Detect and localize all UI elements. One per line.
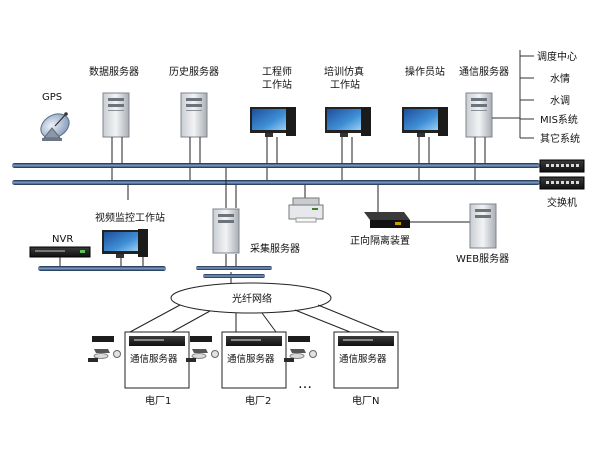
fiber-network-label: 光纤网络 bbox=[232, 292, 272, 305]
data-server-label: 数据服务器 bbox=[89, 65, 139, 78]
external-system-hydrology: 水情 bbox=[550, 72, 570, 85]
switch-icon-1 bbox=[539, 159, 585, 173]
external-systems-connector bbox=[492, 50, 534, 139]
top-device-drops bbox=[111, 137, 486, 182]
gps-dish-icon bbox=[40, 112, 70, 141]
external-system-dispatch: 调度中心 bbox=[537, 50, 577, 63]
video-lan-connections bbox=[59, 257, 144, 266]
data-server-tower-icon bbox=[102, 92, 130, 138]
web-server-tower-icon bbox=[469, 203, 497, 249]
history-server-label: 历史服务器 bbox=[169, 65, 219, 78]
switch-label: 交换机 bbox=[547, 196, 577, 209]
engineer-workstation-icon bbox=[250, 107, 296, 137]
engineer-ws-label-1: 工程师 bbox=[262, 65, 292, 78]
plant-n-label: 电厂N bbox=[352, 394, 379, 407]
collect-server-label: 采集服务器 bbox=[250, 242, 300, 255]
nvr-label: NVR bbox=[52, 234, 73, 245]
plant-2-label: 电厂2 bbox=[245, 394, 271, 407]
training-workstation-icon bbox=[325, 107, 371, 137]
fiber-to-plant-links bbox=[129, 304, 385, 333]
collect-server-tower-icon bbox=[212, 208, 240, 254]
external-system-water-dispatch: 水调 bbox=[550, 95, 570, 107]
plant-1-label: 电厂1 bbox=[145, 394, 171, 407]
gps-label: GPS bbox=[42, 92, 62, 103]
plant-box-2: 通信服务器 bbox=[221, 331, 287, 389]
isolation-device-label: 正向隔离装置 bbox=[350, 234, 410, 247]
plant-box-1: 通信服务器 bbox=[124, 331, 190, 389]
engineer-ws-label-2: 工作站 bbox=[262, 78, 292, 91]
history-server-tower-icon bbox=[180, 92, 208, 138]
plant-n-cameras bbox=[284, 336, 317, 362]
video-ws-label: 视频监控工作站 bbox=[95, 211, 165, 224]
nvr-device-icon bbox=[29, 246, 91, 258]
operator-workstation-icon bbox=[402, 107, 448, 137]
collect-network-bus bbox=[196, 266, 272, 278]
comm-server-label-top: 通信服务器 bbox=[459, 65, 509, 78]
middle-connections bbox=[127, 168, 470, 290]
training-ws-label-1: 培训仿真 bbox=[324, 65, 364, 78]
video-lan-bus bbox=[38, 266, 166, 271]
training-ws-label-2: 工作站 bbox=[330, 78, 360, 91]
plants-ellipsis: … bbox=[298, 376, 312, 392]
web-server-label: WEB服务器 bbox=[456, 252, 509, 265]
plant-box-n: 通信服务器 bbox=[333, 331, 399, 389]
isolation-device-icon bbox=[364, 212, 410, 228]
main-network-bus bbox=[12, 163, 540, 185]
plant-1-server-label: 通信服务器 bbox=[130, 353, 178, 365]
plant-2-cameras bbox=[186, 336, 219, 362]
plant-2-server-label: 通信服务器 bbox=[227, 353, 275, 365]
fiber-network-cloud bbox=[170, 282, 332, 314]
comm-server-tower-icon bbox=[465, 92, 493, 138]
printer-icon bbox=[288, 197, 324, 223]
switch-icon-2 bbox=[539, 176, 585, 190]
external-system-mis: MIS系统 bbox=[540, 113, 578, 126]
video-workstation-icon bbox=[102, 229, 148, 258]
operator-ws-label: 操作员站 bbox=[405, 65, 445, 78]
plant-n-server-label: 通信服务器 bbox=[339, 353, 387, 365]
external-system-other: 其它系统 bbox=[540, 132, 580, 145]
plant-1-cameras bbox=[88, 336, 121, 362]
